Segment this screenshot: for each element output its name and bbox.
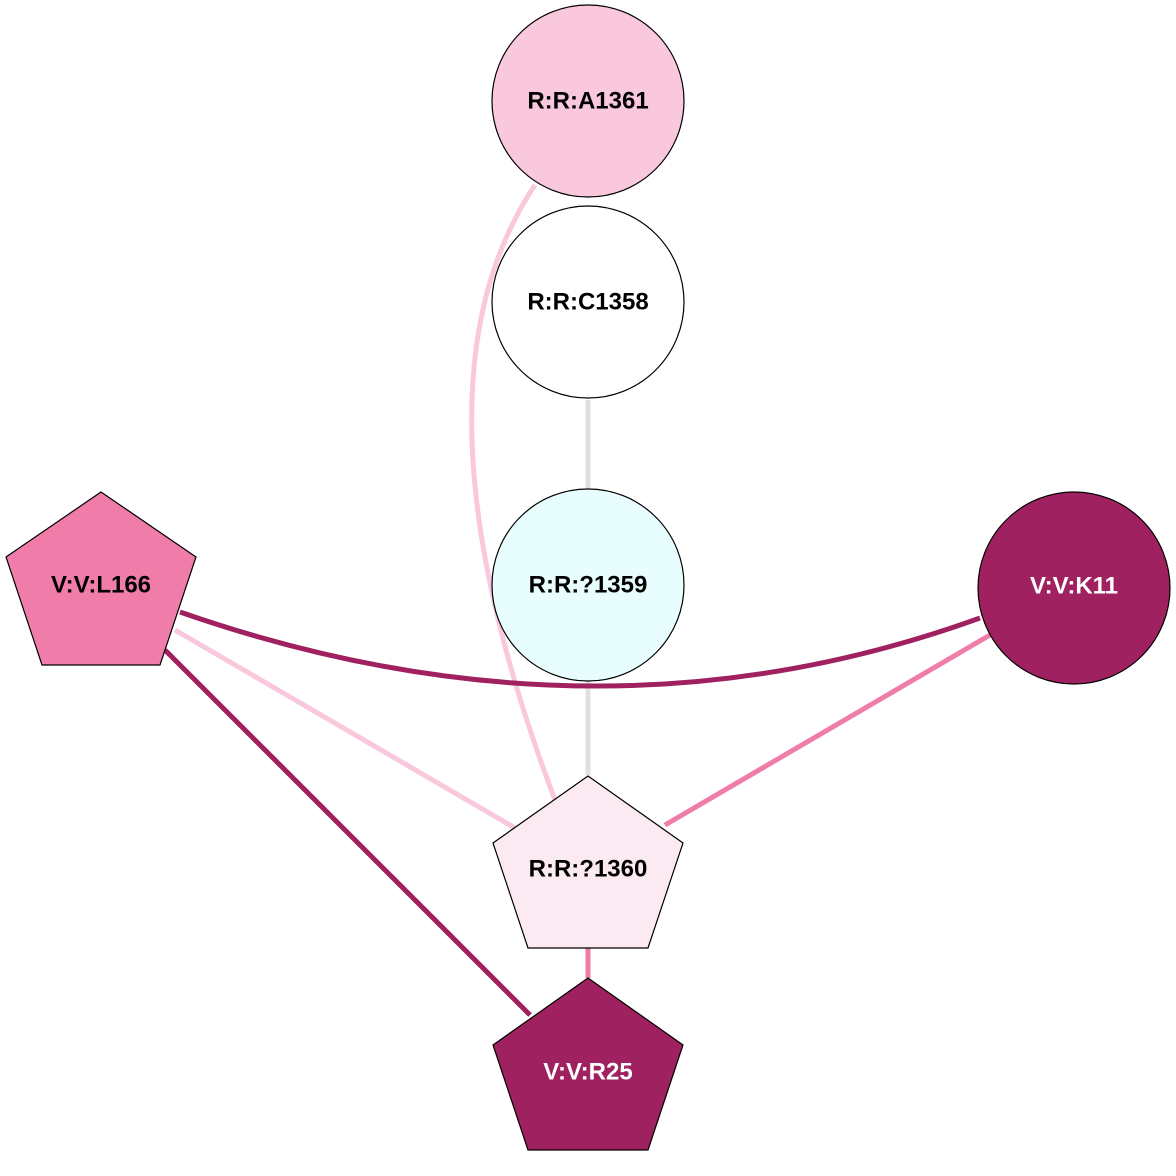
label-Q1360: R:R:?1360 <box>529 856 648 883</box>
label-C1358: R:R:C1358 <box>527 289 648 316</box>
node-K11[interactable] <box>977 491 1171 685</box>
label-K11: V:V:K11 <box>1030 573 1118 600</box>
edge-L166-R25 <box>163 648 532 1017</box>
node-R25[interactable] <box>492 977 684 1151</box>
node-Q1360[interactable] <box>492 775 684 949</box>
edge-A1361-Q1360 <box>469 183 558 801</box>
edge-L166-K11 <box>179 609 981 689</box>
node-L166[interactable] <box>5 491 197 666</box>
node-C1358[interactable] <box>491 205 685 399</box>
node-Q1359[interactable] <box>491 488 685 682</box>
label-L166: V:V:L166 <box>51 572 151 599</box>
label-Q1359: R:R:?1359 <box>529 572 648 599</box>
edge-L166-Q1360 <box>173 627 517 831</box>
label-A1361: R:R:A1361 <box>527 88 648 115</box>
label-R25: V:V:R25 <box>543 1059 632 1086</box>
edge-K11-Q1360 <box>663 632 992 828</box>
node-A1361[interactable] <box>491 4 685 198</box>
